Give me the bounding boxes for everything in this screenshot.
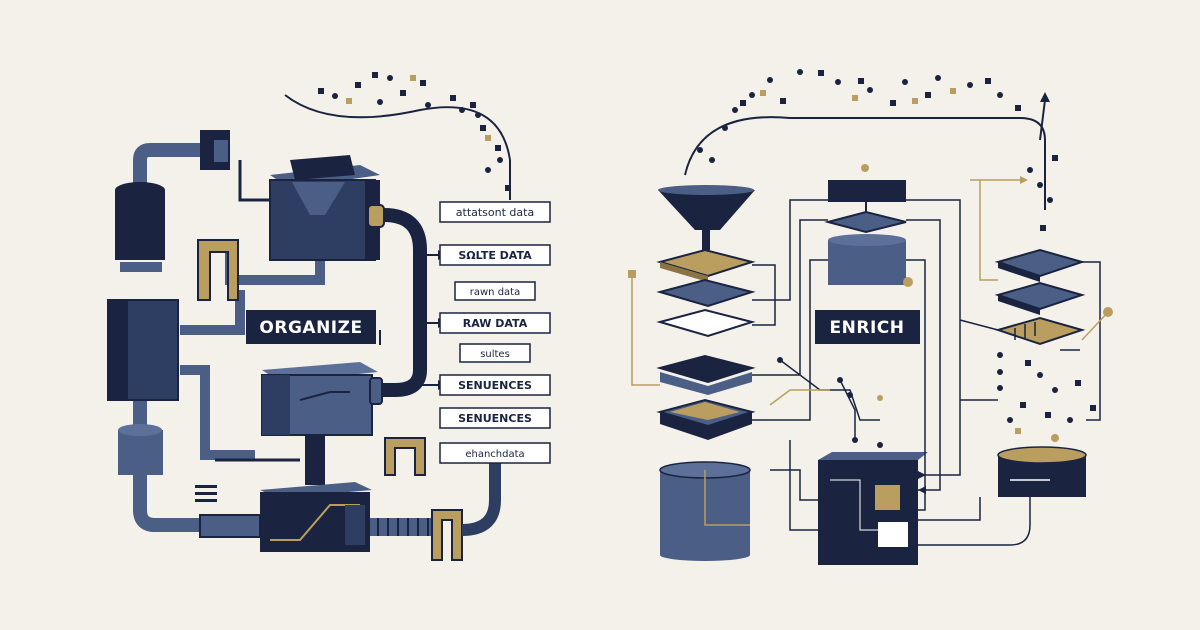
- pipe-upper-right: [238, 160, 280, 202]
- vent-lines-2: [195, 492, 217, 495]
- bottom-box: [260, 482, 372, 552]
- label-item: RAW DATA: [439, 312, 551, 334]
- label-item: ehanchdata: [439, 442, 551, 464]
- stream-arc-right: [684, 116, 1046, 210]
- pipe-left-outer: [133, 143, 200, 195]
- label-item: SENUENCES: [439, 374, 551, 396]
- label-text: RAW DATA: [463, 317, 528, 330]
- left-barrel: [659, 461, 751, 561]
- label-text: rawn data: [470, 287, 520, 298]
- label-connectors: [420, 254, 438, 386]
- organize-title: ORGANIZE: [259, 318, 362, 338]
- right-plate-stack: [994, 248, 1086, 346]
- organize-label: ORGANIZE: [246, 310, 376, 344]
- label-item: rawn data: [454, 281, 536, 301]
- label-item: attatsont data: [439, 201, 551, 223]
- arrowhead-box-2: [918, 486, 926, 494]
- left-cylinder-bottom: [118, 430, 163, 475]
- left-main-block-front: [108, 300, 128, 400]
- enrich-machine: ENRICH: [628, 69, 1113, 565]
- data-label-list: attatsont data SΩLTE DATA rawn data RAW …: [420, 201, 551, 464]
- top-coupling-face: [214, 140, 228, 162]
- label-text: SENUENCES: [458, 379, 532, 392]
- gold-circuit-lines: [769, 179, 1111, 406]
- gold-coupling-top: [367, 204, 385, 228]
- gold-bracket-bottom: [431, 509, 463, 561]
- vent-lines: [195, 485, 217, 488]
- enrich-title: ENRICH: [830, 318, 905, 338]
- stream-arrowhead: [1040, 92, 1050, 102]
- vertical-connector: [305, 435, 325, 485]
- arrowhead-box-1: [918, 471, 926, 479]
- pipe-lower: [180, 365, 255, 460]
- bottom-coupling-block: [199, 514, 261, 538]
- left-cylinder-ring: [120, 262, 162, 272]
- data-stream-right: [697, 69, 1058, 231]
- left-cylinder-cap: [115, 182, 165, 198]
- vent-lines-3: [195, 499, 217, 502]
- label-text: attatsont data: [456, 206, 534, 219]
- label-text: ehanchdata: [465, 449, 524, 460]
- stream-arrow-up: [1039, 99, 1046, 141]
- right-barrel: [997, 446, 1087, 497]
- processor-box: [818, 452, 928, 565]
- data-stream-right-gold: [760, 88, 956, 172]
- left-cylinder-bottom-cap: [118, 424, 162, 436]
- pipe-mid: [180, 290, 245, 335]
- label-text: SΩLTE DATA: [458, 249, 532, 262]
- funnel: [658, 185, 755, 250]
- gold-side-node: [628, 270, 636, 278]
- label-item: SΩLTE DATA: [439, 244, 551, 266]
- gold-bracket-left: [197, 239, 239, 301]
- middle-box: [261, 362, 383, 436]
- data-stream-left: [284, 72, 511, 200]
- stream-arc-left: [284, 94, 511, 200]
- label-item: sultes: [459, 343, 531, 363]
- gold-side-line: [631, 270, 660, 386]
- label-item: SENUENCES: [439, 407, 551, 429]
- left-cylinder-top: [115, 190, 165, 260]
- threaded-pipe: [370, 518, 440, 536]
- gold-arrowhead: [1020, 176, 1028, 184]
- plate-stack: [656, 248, 756, 440]
- thread-lines: [377, 518, 429, 536]
- hopper-box: [269, 155, 380, 261]
- gold-bracket-middle: [384, 437, 426, 476]
- circuit-nodes: [777, 357, 883, 448]
- label-text: sultes: [480, 349, 510, 360]
- main-dark-pipe: [380, 208, 427, 397]
- right-return-pipe: [461, 460, 501, 536]
- enrich-label: ENRICH: [815, 310, 920, 344]
- center-stack: [824, 180, 913, 287]
- circuit-lines: [752, 199, 1101, 546]
- right-scatter: [997, 352, 1096, 423]
- pipe-left-lower: [133, 395, 260, 532]
- organize-machine: [107, 130, 501, 561]
- label-text: SENUENCES: [458, 412, 532, 425]
